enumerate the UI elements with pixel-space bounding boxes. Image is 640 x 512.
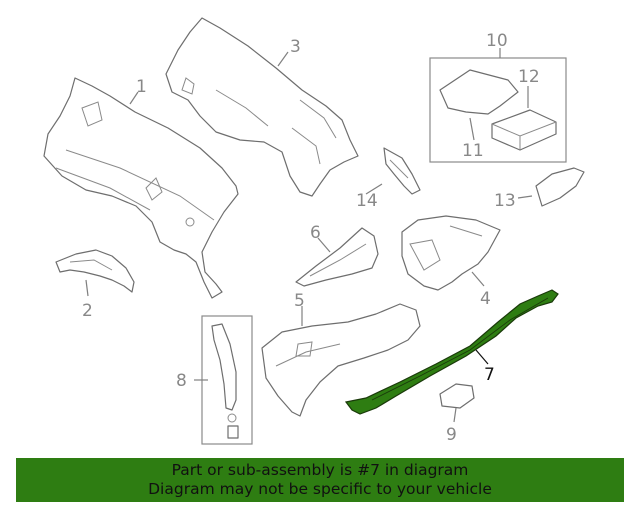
- banner-line-2: Diagram may not be specific to your vehi…: [148, 480, 492, 498]
- part-10-group: [429, 57, 567, 163]
- part-info-banner: Part or sub-assembly is #7 in diagram Di…: [16, 458, 624, 502]
- part-12-filter: [491, 109, 557, 151]
- callout-2: 2: [82, 301, 93, 321]
- part-10-box: [429, 57, 567, 163]
- callout-9: 9: [446, 425, 457, 445]
- callout-12: 12: [518, 67, 540, 87]
- part-7-highlighted: [344, 289, 559, 415]
- part-8-group: [201, 315, 253, 445]
- part-9-bracket: [439, 383, 475, 409]
- callout-7: 7: [484, 365, 495, 385]
- part-14-plate: [383, 147, 421, 195]
- part-1-panel: [43, 77, 239, 299]
- part-2-bracket: [55, 249, 135, 293]
- callout-3: 3: [290, 37, 301, 57]
- callout-14: 14: [356, 191, 378, 211]
- part-11-cover: [439, 69, 519, 115]
- part-6-panel: [295, 227, 379, 287]
- callout-11: 11: [462, 141, 484, 161]
- callout-10: 10: [486, 31, 508, 51]
- callout-1: 1: [136, 77, 147, 97]
- callout-4: 4: [480, 289, 491, 309]
- part-5-panel: [261, 303, 421, 417]
- callout-13: 13: [494, 191, 516, 211]
- parts-diagram: 1 2 3 4 5 6 7 8 9 10 11 12 13 14: [43, 17, 585, 445]
- part-4-housing: [401, 215, 501, 291]
- part-13-cover: [535, 167, 585, 207]
- banner-line-1: Part or sub-assembly is #7 in diagram: [171, 461, 469, 479]
- callout-8: 8: [176, 371, 187, 391]
- callout-6: 6: [310, 223, 321, 243]
- part-3-panel: [165, 17, 359, 197]
- callout-5: 5: [294, 291, 305, 311]
- leader-lines: [85, 48, 533, 423]
